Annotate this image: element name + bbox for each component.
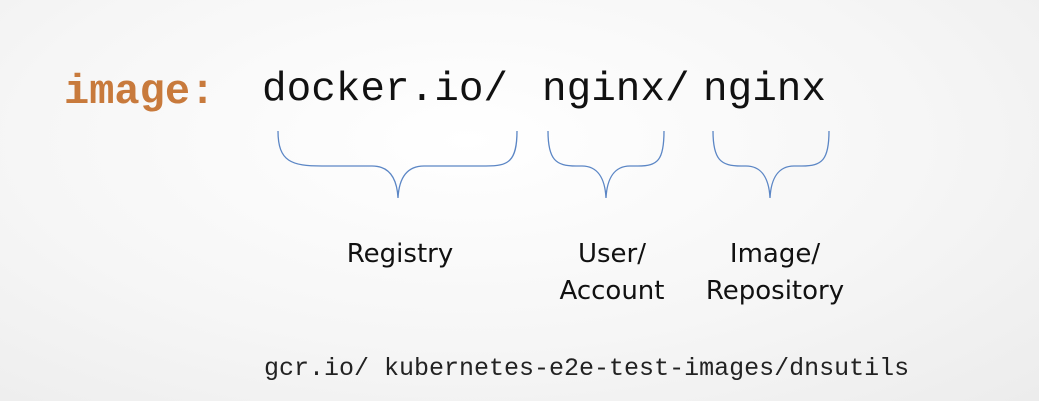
registry-segment: docker.io/ [262,67,509,113]
registry-brace [277,130,518,199]
account-label-line1: User/ [577,239,647,269]
image-label: Image/ Repository [665,236,885,310]
example-image-path: gcr.io/ kubernetes-e2e-test-images/dnsut… [264,354,910,383]
registry-label-text: Registry [346,239,454,269]
account-segment: nginx/ [542,67,690,113]
account-label: User/ Account [502,236,722,310]
image-label-line2: Repository [705,276,845,306]
account-brace [547,130,665,199]
image-key-label: image: [64,68,216,116]
image-label-line1: Image/ [729,239,821,269]
image-brace [712,130,830,199]
account-label-line2: Account [559,276,665,306]
image-segment: nginx [703,67,827,113]
registry-label: Registry [290,236,510,273]
